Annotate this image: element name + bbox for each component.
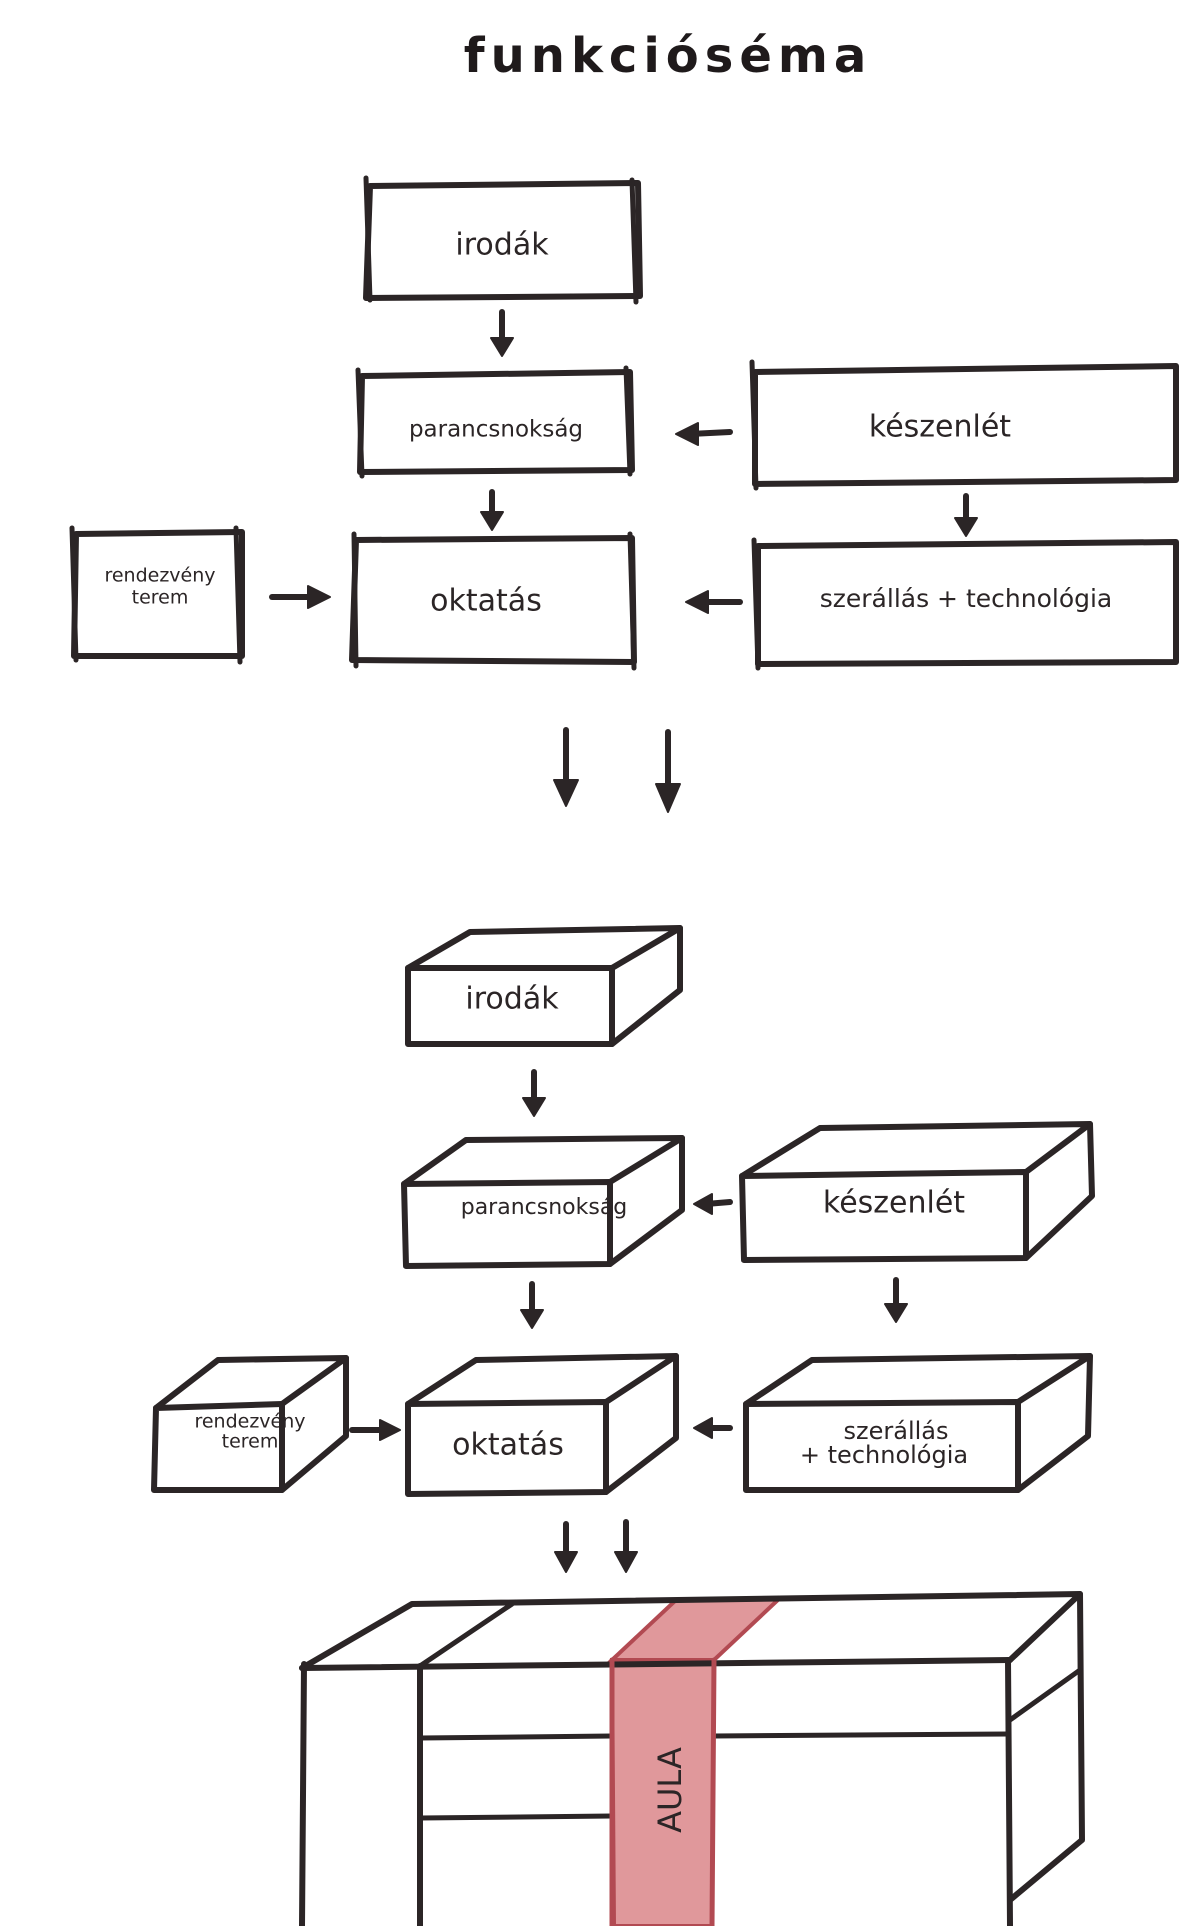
box-szerallas-technologia: szerállás + technológia <box>751 537 1179 671</box>
label-rendezveny-3d: rendezvény <box>194 1411 305 1433</box>
arrow-down-icon <box>480 489 504 531</box>
label-terem-3d: terem <box>222 1431 279 1453</box>
arrow-down-icon <box>884 1277 908 1323</box>
box-keszenlet: készenlét <box>749 359 1179 491</box>
arrow-left-icon <box>693 1417 733 1439</box>
block-irodak: irodák <box>405 925 683 1047</box>
building-massing: AULA <box>299 1591 1085 1926</box>
aula-roof <box>606 1595 786 1662</box>
label-szerallas-3d: szerállás <box>844 1417 949 1445</box>
arrow-left-icon <box>675 422 733 446</box>
box-parancsnoksag: parancsnokság <box>355 365 635 479</box>
arrow-right-icon <box>269 585 331 609</box>
label-irodak: irodák <box>455 228 549 263</box>
arrow-right-icon <box>349 1419 401 1441</box>
label-rendezveny: rendezvény <box>104 565 215 587</box>
block-szerallas-technologia: szerállás + technológia <box>743 1353 1093 1493</box>
box-irodak: irodák <box>363 175 643 305</box>
arrow-down-icon <box>554 1521 578 1573</box>
label-terem: terem <box>132 587 189 609</box>
box-oktatas: oktatás <box>349 531 637 671</box>
label-oktatas: oktatás <box>430 584 542 619</box>
label-parancsnoksag-3d: parancsnokság <box>461 1195 628 1220</box>
arrow-left-icon <box>693 1193 733 1215</box>
label-aula: AULA <box>651 1747 689 1833</box>
label-keszenlet: készenlét <box>869 410 1011 445</box>
label-technologia-3d: + technológia <box>800 1441 968 1469</box>
label-oktatas-3d: oktatás <box>452 1428 564 1463</box>
block-rendezveny-terem: rendezvény terem <box>151 1355 349 1493</box>
arrow-down-icon <box>520 1281 544 1329</box>
label-szerallas: szerállás + technológia <box>820 584 1113 613</box>
arrow-down-icon <box>522 1069 546 1117</box>
label-keszenlet-3d: készenlét <box>823 1186 965 1221</box>
arrow-down-icon <box>954 493 978 537</box>
block-oktatas: oktatás <box>405 1353 679 1497</box>
diagram-title: funkcióséma <box>464 28 873 84</box>
block-keszenlet: készenlét <box>739 1121 1095 1263</box>
arrow-down-icon <box>553 727 579 807</box>
arrow-down-icon <box>614 1519 638 1573</box>
arrow-left-icon <box>685 590 743 614</box>
label-irodak-3d: irodák <box>465 982 559 1017</box>
box-rendezveny-terem: rendezvény terem <box>69 525 245 665</box>
label-parancsnoksag: parancsnokság <box>409 417 583 443</box>
block-parancsnoksag: parancsnokság <box>401 1135 685 1269</box>
arrow-down-icon <box>490 309 514 357</box>
arrow-down-icon <box>655 729 681 813</box>
